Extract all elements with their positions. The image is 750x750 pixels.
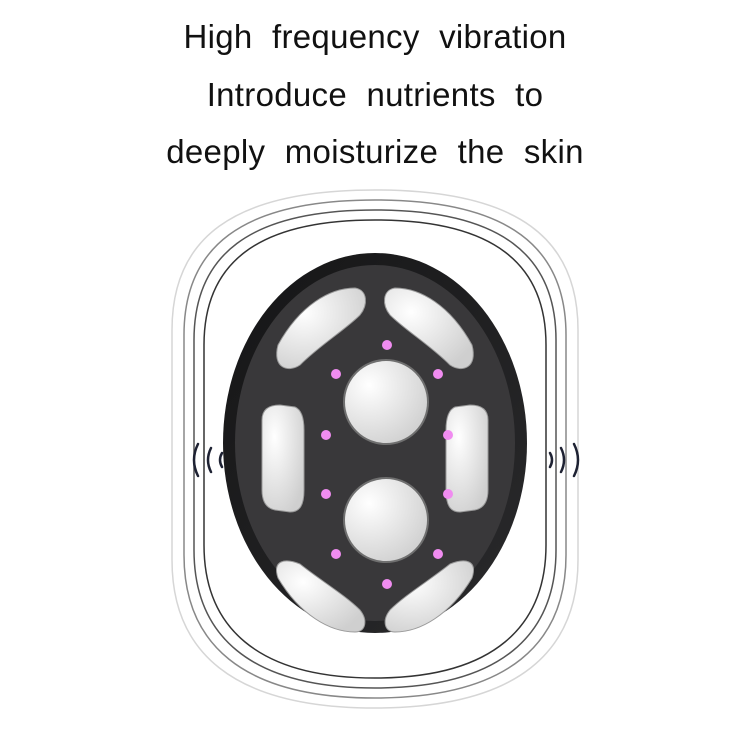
headline-line-1: High frequency vibration: [183, 18, 567, 55]
vibration-wave-right-icon: [548, 442, 580, 478]
led-dots: [321, 340, 453, 589]
electrode-discs: [343, 359, 429, 563]
device-head: [223, 253, 527, 633]
outer-contour-lines: [171, 189, 579, 709]
metal-pads: [261, 287, 489, 633]
headline-line-3: deeply moisturize the skin: [166, 133, 584, 170]
headline-line-2: Introduce nutrients to: [206, 76, 544, 113]
vibration-wave-left-icon: [192, 442, 224, 478]
